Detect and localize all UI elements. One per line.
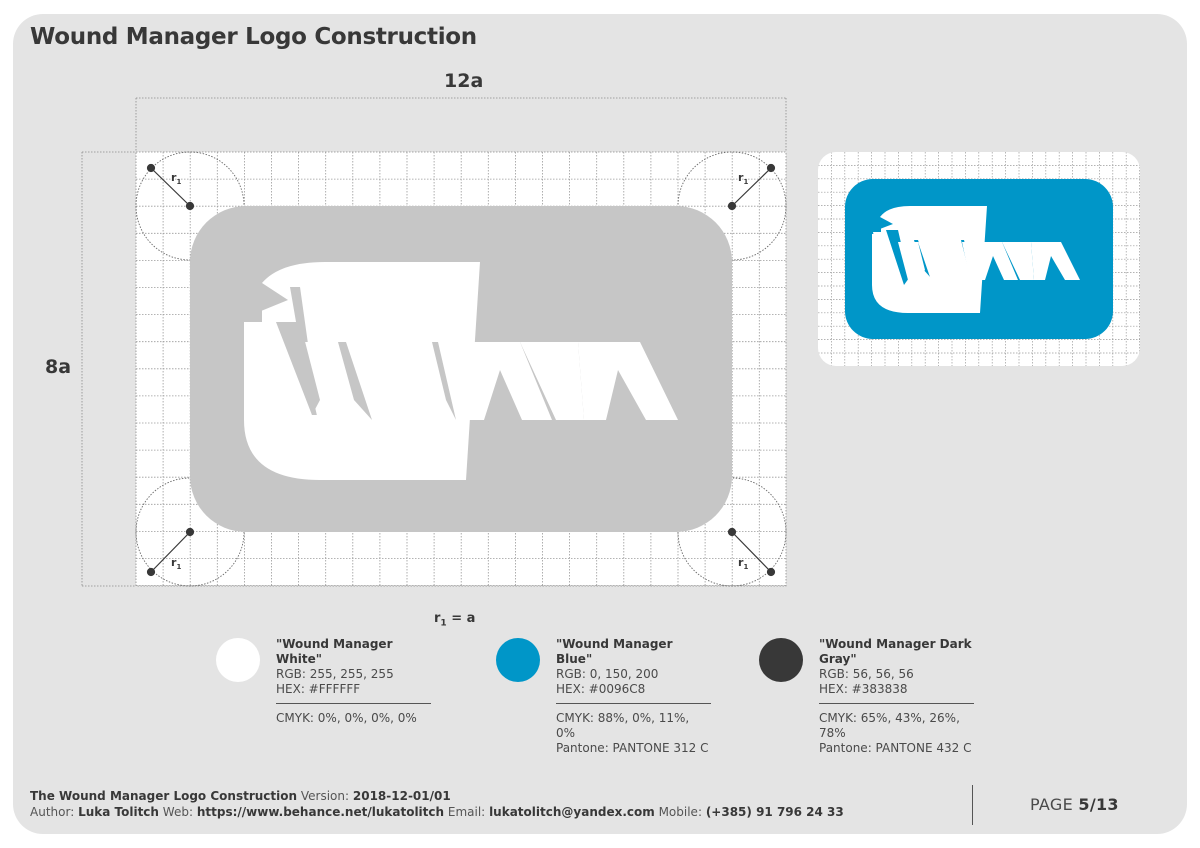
- height-dimension-label: 8a: [45, 356, 72, 378]
- page-number: 5/13: [1078, 795, 1119, 814]
- dark-gray-swatch: [759, 638, 803, 682]
- color-pantone: Pantone: PANTONE 312 C: [556, 741, 709, 755]
- color-rgb: RGB: 56, 56, 56: [819, 667, 914, 681]
- radius-label-br: r1: [738, 556, 748, 571]
- mobile-number: (+385) 91 796 24 33: [705, 805, 844, 819]
- logo-monogram-letters: [246, 322, 678, 420]
- divider: [556, 703, 711, 704]
- color-hex: HEX: #0096C8: [556, 682, 646, 696]
- dark-gray-color-spec: "Wound Manager Dark Gray" RGB: 56, 56, 5…: [819, 637, 974, 756]
- color-rgb: RGB: 255, 255, 255: [276, 667, 394, 681]
- color-pantone: Pantone: PANTONE 432 C: [819, 741, 972, 755]
- footer-line-2: Author: Luka Tolitch Web: https://www.be…: [30, 805, 844, 819]
- divider: [819, 703, 974, 704]
- web-link[interactable]: https://www.behance.net/lukatolitch: [196, 805, 445, 819]
- author: Luka Tolitch: [78, 805, 159, 819]
- radius-label-tl: r1: [171, 171, 181, 186]
- doc-title: The Wound Manager Logo Construction: [30, 789, 298, 803]
- color-name: "Wound Manager White": [276, 637, 393, 666]
- radius-formula: r1 = a: [434, 611, 476, 629]
- footer-line-1: The Wound Manager Logo Construction Vers…: [30, 789, 451, 803]
- divider: [276, 703, 431, 704]
- color-hex: HEX: #FFFFFF: [276, 682, 361, 696]
- email-link[interactable]: lukatolitch@yandex.com: [489, 805, 655, 819]
- color-name: "Wound Manager Dark Gray": [819, 637, 972, 666]
- color-cmyk: CMYK: 65%, 43%, 26%, 78%: [819, 711, 960, 740]
- page-indicator: PAGE 5/13: [1030, 795, 1119, 814]
- footer-divider: [972, 785, 973, 825]
- blue-swatch: [496, 638, 540, 682]
- white-swatch: [216, 638, 260, 682]
- color-name: "Wound Manager Blue": [556, 637, 673, 666]
- width-dimension-label: 12a: [444, 70, 484, 92]
- radius-label-bl: r1: [171, 556, 181, 571]
- footer-info: The Wound Manager Logo Construction Vers…: [30, 788, 844, 820]
- page-title: Wound Manager Logo Construction: [30, 24, 477, 50]
- blue-color-spec: "Wound Manager Blue" RGB: 0, 150, 200 HE…: [556, 637, 711, 756]
- version: 2018-12-01/01: [352, 789, 451, 803]
- color-cmyk: CMYK: 0%, 0%, 0%, 0%: [276, 711, 417, 725]
- white-color-spec: "Wound Manager White" RGB: 255, 255, 255…: [276, 637, 431, 726]
- radius-label-tr: r1: [738, 171, 748, 186]
- color-cmyk: CMYK: 88%, 0%, 11%, 0%: [556, 711, 690, 740]
- color-hex: HEX: #383838: [819, 682, 908, 696]
- color-rgb: RGB: 0, 150, 200: [556, 667, 659, 681]
